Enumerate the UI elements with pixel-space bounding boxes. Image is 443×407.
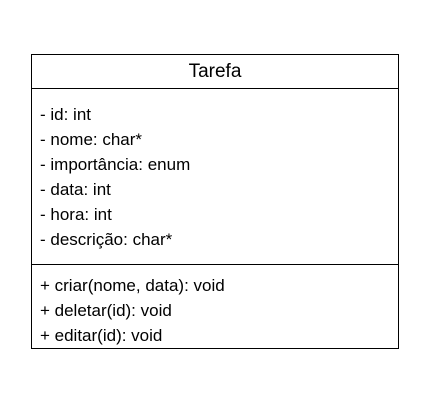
operation-deletar: + deletar(id): void <box>40 301 172 320</box>
attribute-descricao: - descrição: char* <box>40 230 173 249</box>
attributes-compartment: - id: int - nome: char* - importância: e… <box>32 89 398 265</box>
operations-compartment: + criar(nome, data): void + deletar(id):… <box>32 265 398 348</box>
class-name: Tarefa <box>32 55 398 89</box>
attribute-nome: - nome: char* <box>40 130 143 149</box>
operation-criar: + criar(nome, data): void <box>40 276 225 295</box>
attribute-data: - data: int <box>40 180 111 199</box>
operation-editar: + editar(id): void <box>40 326 163 345</box>
uml-class-box: Tarefa - id: int - nome: char* - importâ… <box>31 54 399 349</box>
attribute-id: - id: int <box>40 105 92 124</box>
attribute-hora: - hora: int <box>40 205 112 224</box>
attribute-importancia: - importância: enum <box>40 155 191 174</box>
